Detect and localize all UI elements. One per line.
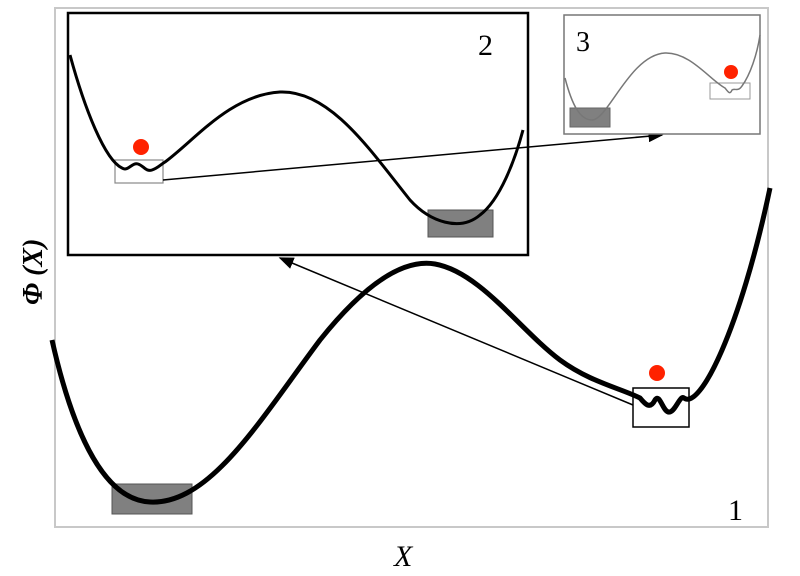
panel-1-label: 1 — [728, 494, 743, 527]
panel-2-label: 2 — [478, 29, 493, 62]
panel-3-potential-curve — [564, 34, 761, 121]
panel-2-shallow-well-box — [114, 159, 164, 184]
panel-3-label: 3 — [576, 27, 590, 58]
panel-2-potential-curve — [68, 54, 525, 225]
panel-1-deep-well-box — [111, 483, 193, 515]
panel-1-ball — [649, 365, 665, 381]
panel-2-ball — [133, 139, 149, 155]
panel-1-potential-curve — [49, 187, 773, 505]
zoom-arrow-1-to-2 — [278, 257, 634, 406]
panel-3-shallow-well-box — [709, 82, 751, 100]
y-axis-label: Φ (X) — [18, 239, 49, 305]
panel-1-shallow-well-box — [632, 387, 690, 428]
panel-1-frame — [54, 7, 769, 528]
zoom-arrow-2-to-3 — [162, 130, 664, 181]
panel-3-ball — [724, 65, 738, 79]
x-axis-label: X — [393, 540, 414, 573]
